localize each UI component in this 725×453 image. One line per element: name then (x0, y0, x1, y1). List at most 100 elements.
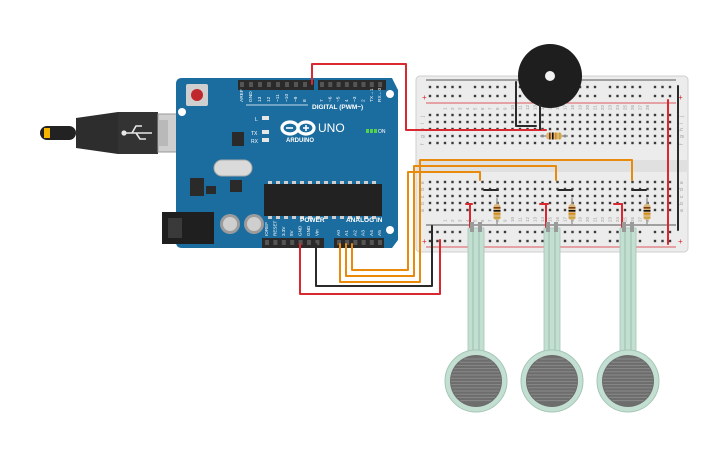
analog-pin-label: A2 (352, 230, 358, 236)
column-number: 9 (503, 219, 508, 222)
column-number: 12 (525, 216, 530, 222)
reset-button[interactable] (186, 84, 208, 106)
header-pin (378, 240, 382, 245)
header-pin (307, 240, 311, 245)
column-number: 4 (465, 219, 470, 222)
led-rx-label: RX (251, 139, 259, 145)
column-number: 11 (518, 217, 523, 222)
digital-pin-label: ~5 (336, 96, 342, 102)
power-label: POWER (300, 217, 325, 224)
analog-pin-label: A4 (369, 230, 375, 236)
rail-plus-top: + (422, 93, 427, 102)
column-number: 23 (608, 216, 613, 222)
power-pin-label: RESET (272, 220, 277, 236)
row-letter: i (420, 123, 426, 124)
resistor (568, 198, 576, 226)
crystal-oscillator (213, 159, 253, 177)
digital-pin-label: AREF (239, 89, 245, 102)
column-number: 10 (510, 104, 515, 110)
power-pin-label: GND (306, 225, 311, 236)
chip-small (232, 132, 244, 146)
column-number: 25 (623, 216, 628, 222)
column-number: 27 (638, 216, 643, 222)
digital-pin-label: 8 (302, 99, 308, 102)
column-number: 10 (510, 216, 515, 222)
header-pin (353, 82, 358, 87)
column-number: 14 (540, 104, 545, 110)
row-letter: f (679, 143, 685, 145)
column-number: 22 (600, 104, 605, 110)
led-tx-label: TX (251, 131, 258, 137)
microcontroller-chip (264, 181, 382, 219)
row-letter: e (420, 181, 426, 184)
wire-buzzer (515, 81, 537, 127)
piezo-buzzer (518, 44, 582, 130)
analog-pin-label: A0 (336, 230, 342, 236)
column-number: 26 (630, 104, 635, 110)
header-pin (276, 82, 280, 87)
column-number: 8 (495, 107, 500, 110)
column-number: 13 (533, 104, 538, 110)
header-pin (303, 82, 307, 87)
header-pin (361, 240, 366, 245)
header-pin (267, 82, 271, 87)
resistor (643, 198, 651, 226)
digital-pin-label: 13 (257, 96, 263, 102)
header-pin (285, 82, 289, 87)
column-number: 16 (555, 216, 560, 222)
header-pin (294, 82, 298, 87)
header-pin (328, 82, 333, 87)
digital-pin-label: 7 (319, 99, 325, 102)
header-pin (265, 240, 269, 245)
digital-pin-label: ~9 (293, 96, 299, 102)
column-number: 27 (638, 104, 643, 110)
row-letter: e (679, 181, 685, 184)
column-number: 2 (450, 219, 455, 222)
row-letter: g (420, 135, 426, 138)
header-pin (320, 82, 324, 87)
header-pin (298, 240, 303, 245)
header-pin (258, 82, 262, 87)
column-number: 1 (443, 219, 448, 222)
power-pin-label: 5V (289, 229, 294, 236)
digital-pin-label: TX→1 (369, 88, 375, 102)
cable-end-icon (44, 128, 50, 138)
row-letter: c (420, 195, 426, 198)
digital-pin-label: 12 (266, 96, 272, 102)
analog-pin-label: A3 (361, 230, 367, 236)
resistors (493, 132, 651, 226)
model-label: UNO (318, 121, 345, 135)
wire-orange-a0 (339, 159, 633, 283)
column-number: 7 (488, 107, 493, 110)
column-number: 21 (593, 104, 598, 110)
column-number: 2 (450, 107, 455, 110)
force-sensors (444, 222, 660, 413)
arduino-logo-icon (280, 120, 316, 136)
row-letter: f (420, 143, 426, 145)
column-number: 6 (480, 107, 485, 110)
header-pin (369, 82, 374, 87)
power-jack (162, 212, 214, 244)
column-number: 7 (488, 219, 493, 222)
header-pin (273, 240, 278, 245)
header-pin (361, 82, 366, 87)
power-pin-label: Vin (314, 229, 319, 236)
header-pin (315, 240, 320, 245)
row-letter: a (420, 209, 426, 212)
row-letter: d (679, 188, 685, 191)
header-pin (281, 240, 286, 245)
row-letter: b (679, 202, 685, 205)
row-letter: h (679, 128, 685, 131)
header-pin (336, 82, 341, 87)
wire-black-gnd (315, 225, 433, 287)
column-number: 3 (458, 107, 463, 110)
wire-orange-a2 (351, 171, 481, 271)
header-pin (249, 82, 253, 87)
column-number: 17 (563, 216, 568, 222)
row-letter: i (679, 123, 685, 124)
header-pin (344, 82, 349, 87)
column-number: 11 (518, 105, 523, 110)
